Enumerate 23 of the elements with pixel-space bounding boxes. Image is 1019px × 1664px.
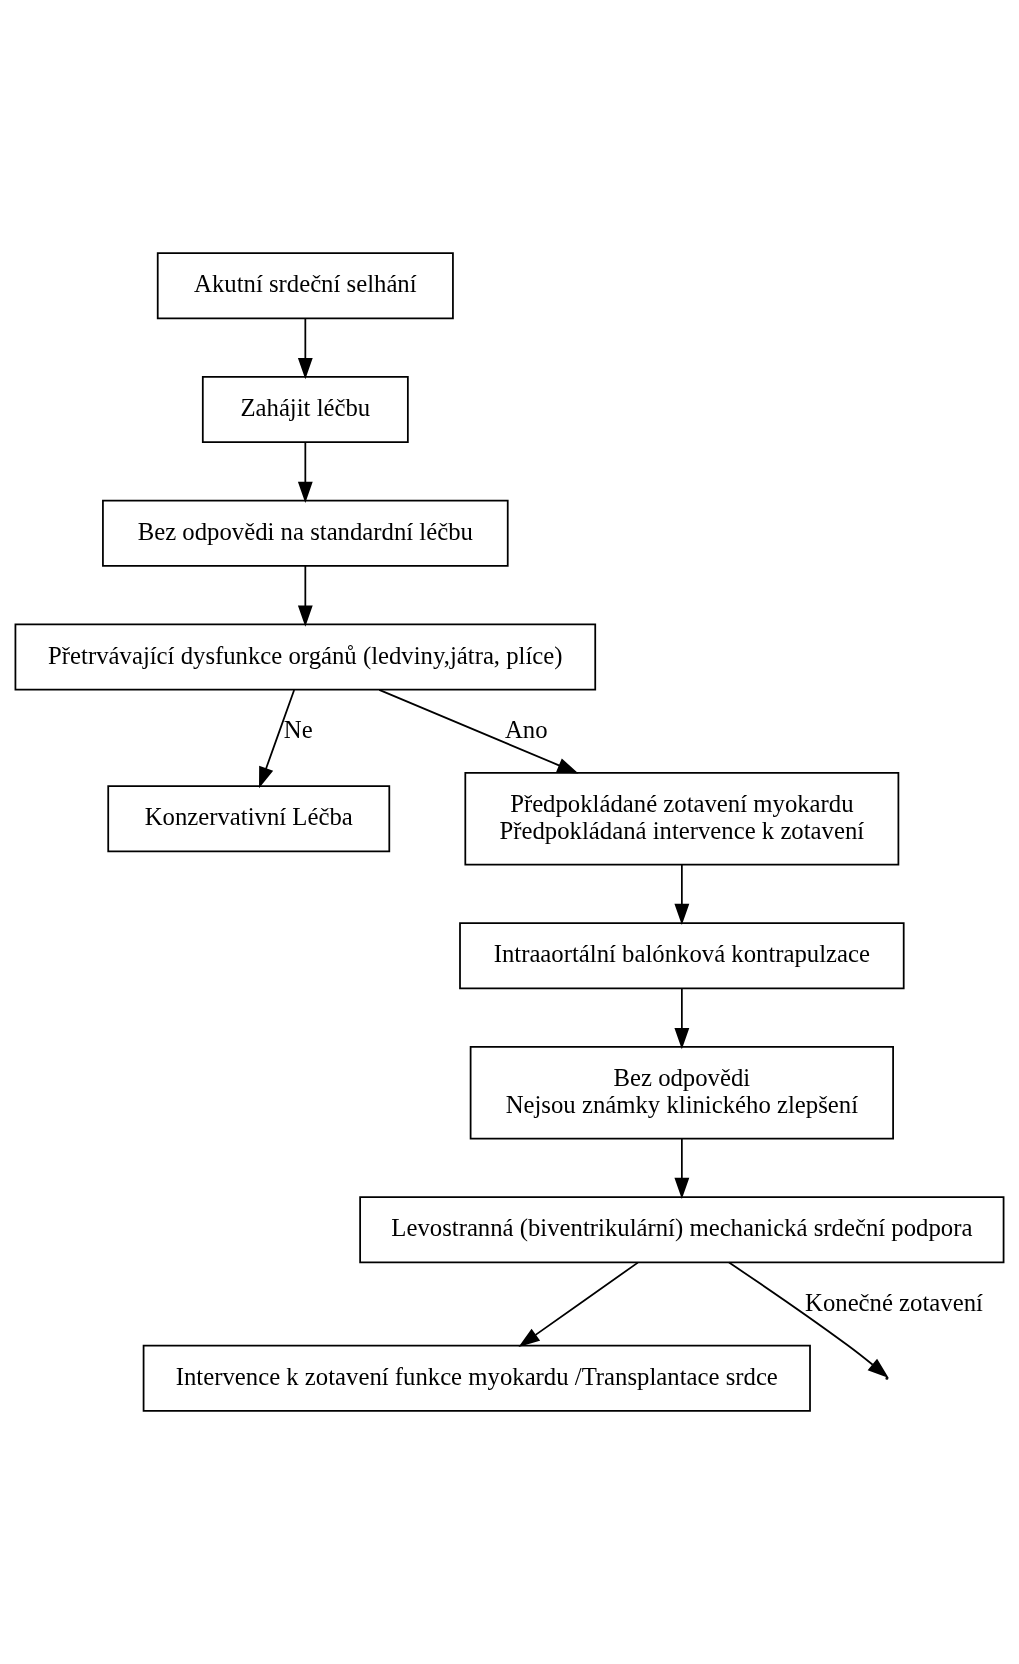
arrow — [297, 565, 313, 627]
node-box: Bez odpovědi na standardní léčbu — [102, 499, 509, 567]
node-box: Konzervativní Léčba — [107, 785, 391, 853]
node-box: Zahájit léčbu — [201, 375, 409, 444]
node-box: Předpokládané zotavení myokardu Předpokládaná intervence k zotavení — [464, 771, 900, 866]
node-box: Levostranná (biventrikulární) mechanická srdeční podpora — [359, 1196, 1005, 1264]
node-box: Akutní srdeční selhání — [156, 252, 454, 320]
node-box: Intervence k zotavení funkce myokardu /Transplantace srdce — [142, 1344, 811, 1412]
arrow — [378, 688, 579, 774]
arrow — [674, 1138, 690, 1200]
edge-label: Ano — [504, 715, 548, 743]
edge-label: Konečné zotavení — [805, 1288, 983, 1316]
arrow — [297, 441, 313, 503]
node-box: Přetrvávající dysfunkce orgánů (ledviny,játra, plíce) — [14, 623, 597, 691]
arrow — [728, 1261, 889, 1378]
node-box: Intraaortální balónková kontrapulzace — [459, 922, 905, 990]
node-box: Bez odpovědi Nejsou známky klinického zlepšení — [469, 1045, 894, 1140]
arrow — [518, 1261, 639, 1347]
edge-label: Ne — [283, 715, 313, 743]
arrow — [674, 864, 690, 926]
arrow — [259, 689, 296, 789]
arrow — [674, 987, 690, 1050]
arrow — [297, 317, 313, 380]
